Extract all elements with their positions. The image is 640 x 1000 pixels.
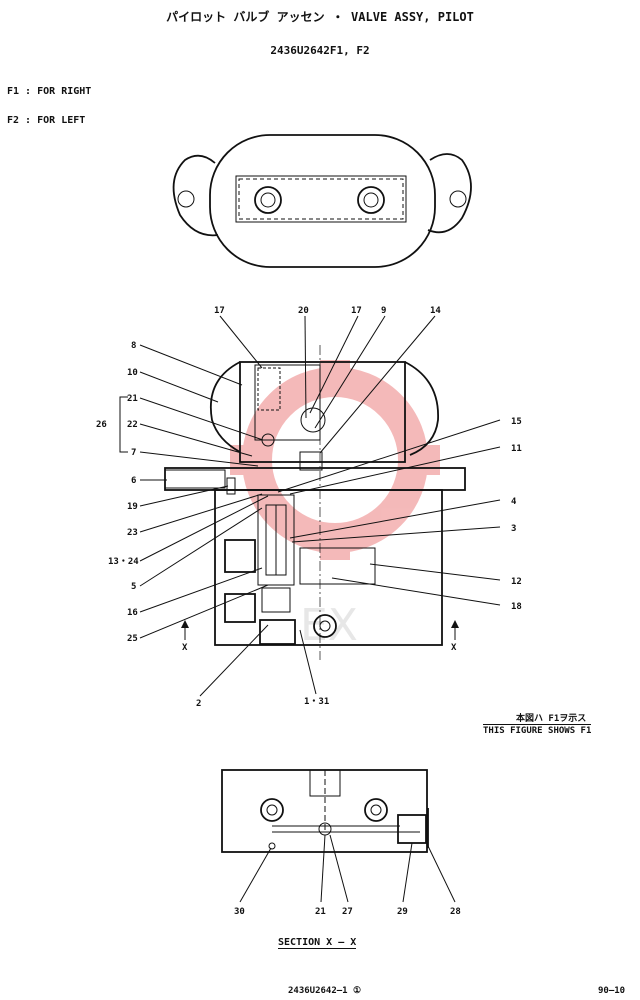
callout: 19 xyxy=(127,502,138,512)
callout: 2 xyxy=(196,699,201,709)
section-port-left-inner xyxy=(266,804,278,816)
section-plug-30 xyxy=(268,842,276,850)
section-plug-29 xyxy=(397,814,427,844)
callout: 30 xyxy=(234,907,245,917)
top-port-left xyxy=(254,186,282,214)
screw-17 xyxy=(257,367,281,411)
callout: 11 xyxy=(511,444,522,454)
pin-19 xyxy=(226,477,236,495)
variant-desc: FOR RIGHT xyxy=(37,86,92,97)
callout: 20 xyxy=(298,306,309,316)
figure-note-en: THIS FIGURE SHOWS F1 xyxy=(483,724,592,736)
callout: 29 xyxy=(397,907,408,917)
section-arrow-right-head xyxy=(451,620,459,628)
page-title: パイロット バルブ アッセン ・ VALVE ASSY, PILOT xyxy=(166,10,474,24)
page-number: 90–10 xyxy=(598,986,626,996)
top-plate-inner xyxy=(238,178,404,220)
variant-f1: F1 : FOR RIGHT xyxy=(7,86,91,97)
section-mark-right: X xyxy=(451,643,457,653)
variant-f2: F2 : FOR LEFT xyxy=(7,115,85,126)
housing-right-curve xyxy=(404,361,439,456)
callout: 6 xyxy=(131,476,136,486)
callout: 25 xyxy=(127,634,138,644)
top-body xyxy=(209,134,436,268)
leader-lines-main xyxy=(119,315,501,697)
callout: 5 xyxy=(131,582,136,592)
callouts-section: 30 21 27 29 28 xyxy=(234,907,461,917)
lever-6 xyxy=(164,469,226,489)
callout: 17 xyxy=(214,306,225,316)
callout: 3 xyxy=(511,524,516,534)
port-2 xyxy=(259,619,296,645)
port-bottom-right xyxy=(313,614,337,638)
section-port-right-inner xyxy=(370,804,382,816)
callout: 13・24 xyxy=(108,557,139,567)
top-port-right xyxy=(357,186,385,214)
callout: 27 xyxy=(342,907,353,917)
watermark-text: EX xyxy=(300,600,358,651)
spring-seat xyxy=(261,587,291,613)
block-12 xyxy=(299,547,376,585)
watermark-gear: EX xyxy=(230,360,440,651)
valve-body xyxy=(214,489,443,646)
housing-left-curve xyxy=(210,361,241,453)
callout: 15 xyxy=(511,417,522,427)
variant-desc: FOR LEFT xyxy=(37,115,86,126)
left-ear xyxy=(172,154,219,237)
callout: 12 xyxy=(511,577,522,587)
drawing-number: 2436U2642–1 ① xyxy=(288,986,362,996)
callout: 16 xyxy=(127,608,138,618)
part-number: 2436U2642F1, F2 xyxy=(270,44,370,57)
section-port-right xyxy=(364,798,388,822)
seat-14 xyxy=(299,451,323,471)
port-plug-left-lower xyxy=(224,593,256,623)
main-section-view xyxy=(164,345,466,660)
boss-17 xyxy=(254,364,321,441)
section-view xyxy=(221,769,429,853)
callout: 28 xyxy=(450,907,461,917)
callout: 21 xyxy=(315,907,326,917)
callout: 4 xyxy=(511,497,517,507)
callout: 18 xyxy=(511,602,522,612)
leader-lines-section xyxy=(239,834,456,903)
callouts-main: 17 20 17 9 14 8 10 21 22 26 7 6 19 23 13… xyxy=(96,306,522,709)
callout: 23 xyxy=(127,528,138,538)
top-port-left-inner xyxy=(260,192,276,208)
callout: 1・31 xyxy=(304,697,329,707)
section-port-left xyxy=(260,798,284,822)
left-bolt-hole xyxy=(177,190,195,208)
top-port-right-inner xyxy=(363,192,379,208)
callout: 22 xyxy=(127,420,138,430)
callout: 8 xyxy=(131,341,136,351)
variant-code: F1 : xyxy=(7,86,32,97)
top-plate xyxy=(235,175,407,223)
right-ear xyxy=(427,153,472,234)
section-mark-left: X xyxy=(182,643,188,653)
callout: 26 xyxy=(96,420,107,430)
port-bottom-right-inner xyxy=(319,620,331,632)
right-bolt-hole xyxy=(449,190,467,208)
callout: 14 xyxy=(430,306,441,316)
section-arrow-left-head xyxy=(181,620,189,628)
variant-code: F2 : xyxy=(7,115,32,126)
section-title: SECTION X – X xyxy=(278,937,357,949)
figure-note-jp: 本図ハ F1ヲ示ス xyxy=(516,714,587,724)
callout: 7 xyxy=(131,448,136,458)
port-plug-left xyxy=(224,539,256,573)
callout: 21 xyxy=(127,394,138,404)
spool-bore xyxy=(257,494,295,586)
ball-9 xyxy=(300,407,326,433)
top-view xyxy=(172,134,472,268)
callout: 10 xyxy=(127,368,138,378)
callout: 17 xyxy=(351,306,362,316)
callout: 9 xyxy=(381,306,386,316)
